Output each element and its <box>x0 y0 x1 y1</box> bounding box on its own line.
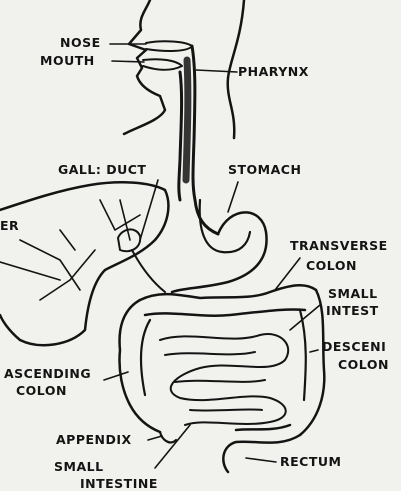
rectum-tube-inner <box>236 425 290 430</box>
leader-rectum <box>246 458 276 462</box>
label-small-intestine-bottom-2: INTESTINE <box>80 478 158 491</box>
esophagus <box>192 46 218 234</box>
label-small-intestine-bottom-1: SMALL <box>54 461 104 474</box>
transverse-colon-lower <box>145 309 305 315</box>
label-transverse-colon-1: TRANSVERSE <box>290 240 388 253</box>
label-transverse-colon-2: COLON <box>306 260 357 273</box>
leader-ascending-colon <box>104 372 128 380</box>
ascending-colon <box>119 300 160 432</box>
label-small-intestine-right-1: SMALL <box>328 288 378 301</box>
label-ascending-colon-1: ASCENDING <box>4 368 91 381</box>
leader-liver <box>0 262 60 280</box>
bile-duct <box>132 250 165 292</box>
esophagus-shading <box>186 60 188 180</box>
leader-stomach <box>228 182 238 212</box>
appendix-tube <box>160 432 176 442</box>
ascending-colon-inner <box>141 320 150 395</box>
leader-pharynx <box>196 70 237 72</box>
leader-appendix <box>148 436 162 440</box>
small-intestine-coils <box>160 334 288 425</box>
label-small-intestine-right-2: INTEST <box>326 305 379 318</box>
label-stomach: STOMACH <box>228 164 301 177</box>
label-liver: ER <box>0 220 19 233</box>
label-appendix: APPENDIX <box>56 434 132 447</box>
label-mouth: MOUTH <box>40 55 95 68</box>
label-gall-duct: GALL: DUCT <box>58 164 146 177</box>
esophagus-rear <box>179 72 182 200</box>
descending-colon-inner <box>300 310 306 400</box>
leader-gall-duct <box>140 180 158 240</box>
label-rectum: RECTUM <box>280 456 341 469</box>
label-ascending-colon-2: COLON <box>16 385 67 398</box>
oral-cavity <box>143 59 182 70</box>
gall-bladder <box>118 229 140 251</box>
label-nose: NOSE <box>60 37 101 50</box>
leader-descending-colon <box>310 350 318 352</box>
transverse-colon <box>140 285 316 300</box>
label-descending-colon-1: DESCENI <box>322 341 386 354</box>
nasal-cavity <box>146 41 192 51</box>
small-intestine-coils-2 <box>165 352 265 411</box>
leader-mouth <box>112 61 144 62</box>
leader-lines <box>0 44 320 468</box>
label-pharynx: PHARYNX <box>238 66 309 79</box>
label-descending-colon-2: COLON <box>338 359 389 372</box>
